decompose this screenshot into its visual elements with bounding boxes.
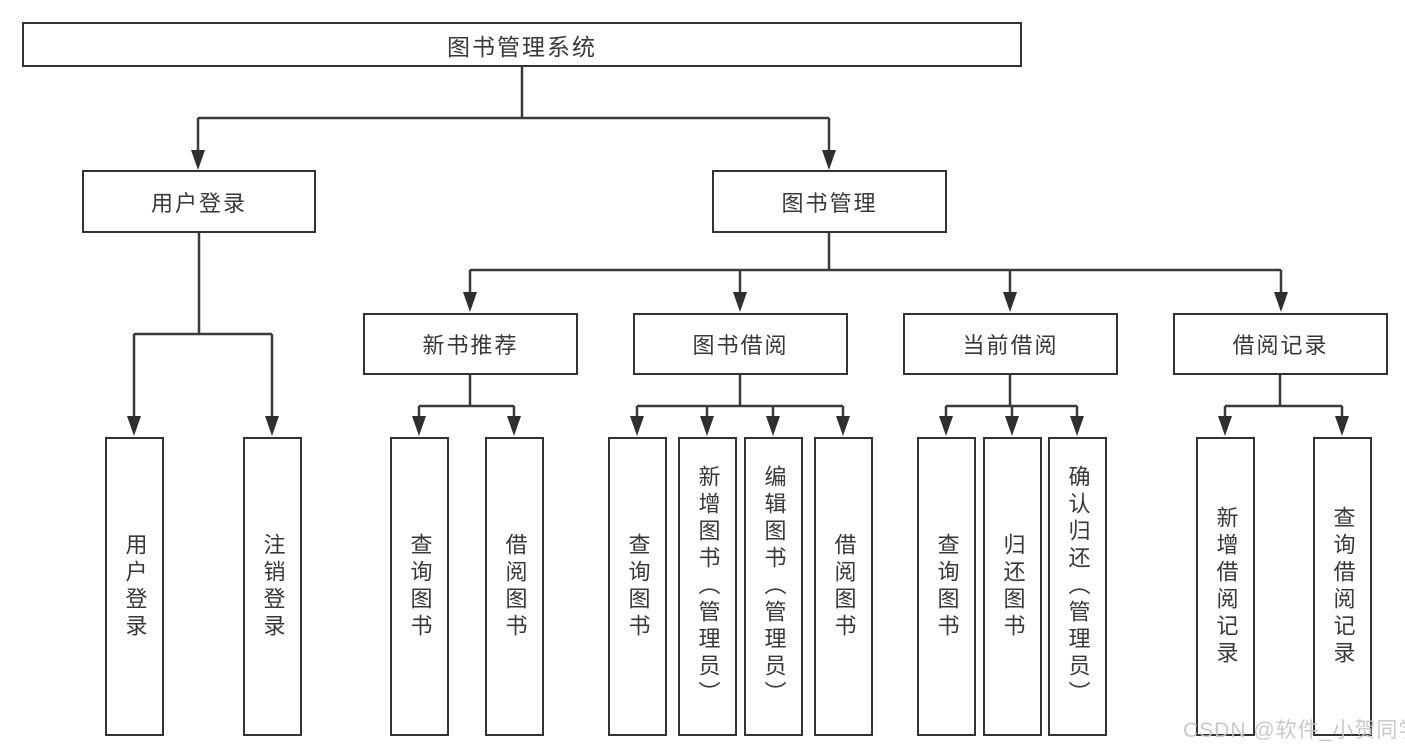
leaf-borrow-query-books-label: 查询图书 [625, 532, 651, 641]
edge-root-trunk [196, 67, 831, 152]
leaf-newbook-borrow-books-label: 借阅图书 [502, 532, 528, 641]
node-borrow-record: 借阅记录 [1173, 313, 1388, 375]
node-current-borrow: 当前借阅 [903, 313, 1118, 375]
node-book-borrow: 图书借阅 [633, 313, 848, 375]
leaf-newbook-query-books-label: 查询图书 [407, 532, 433, 641]
leaf-logout: 注销登录 [243, 437, 302, 736]
leaf-borrow-query-books: 查询图书 [608, 437, 667, 736]
leaf-current-confirm-return-admin: 确认归还（管理员） [1048, 437, 1107, 736]
node-root-label: 图书管理系统 [447, 33, 597, 60]
leaf-current-confirm-return-admin-label: 确认归还（管理员） [1065, 465, 1091, 708]
leaf-record-add-record-label: 新增借阅记录 [1213, 505, 1239, 668]
leaf-current-return-books-label: 归还图书 [1000, 532, 1026, 641]
leaf-newbook-query-books: 查询图书 [390, 437, 449, 736]
leaf-current-query-books: 查询图书 [917, 437, 976, 736]
edge-book-mgmt-branch [468, 233, 1283, 295]
node-new-book-recommend: 新书推荐 [363, 313, 578, 375]
leaf-current-return-books: 归还图书 [983, 437, 1042, 736]
node-user-login: 用户登录 [82, 170, 316, 233]
node-book-borrow-label: 图书借阅 [692, 333, 789, 358]
leaf-logout-label: 注销登录 [260, 532, 286, 641]
edge-new-book-branch [417, 375, 516, 418]
leaf-borrow-add-books-admin-label: 新增图书（管理员） [695, 465, 721, 708]
leaf-record-add-record: 新增借阅记录 [1196, 437, 1255, 736]
edge-book-borrow-branch [635, 375, 845, 418]
leaf-borrow-add-books-admin: 新增图书（管理员） [678, 437, 737, 736]
node-new-book-recommend-label: 新书推荐 [422, 333, 519, 358]
csdn-watermark: CSDN @软件_小贺同学 [1183, 719, 1405, 742]
leaf-borrow-borrow-books-label: 借阅图书 [831, 532, 857, 641]
leaf-borrow-edit-books-admin: 编辑图书（管理员） [744, 437, 803, 736]
leaf-borrow-borrow-books: 借阅图书 [814, 437, 873, 736]
node-user-login-label: 用户登录 [150, 190, 247, 216]
node-book-management: 图书管理 [712, 170, 947, 233]
leaf-user-login: 用户登录 [105, 437, 164, 736]
edge-borrow-record-branch [1223, 375, 1344, 418]
leaf-current-query-books-label: 查询图书 [934, 532, 960, 641]
leaf-record-query-record-label: 查询借阅记录 [1330, 505, 1356, 668]
node-current-borrow-label: 当前借阅 [962, 333, 1059, 358]
leaf-newbook-borrow-books: 借阅图书 [485, 437, 544, 736]
node-borrow-record-label: 借阅记录 [1232, 333, 1329, 358]
edge-user-login-branch [132, 233, 274, 418]
node-root-system: 图书管理系统 [22, 22, 1022, 67]
leaf-borrow-edit-books-admin-label: 编辑图书（管理员） [761, 465, 787, 708]
leaf-user-login-label: 用户登录 [122, 532, 148, 641]
leaf-record-query-record: 查询借阅记录 [1313, 437, 1372, 736]
edge-current-borrow-branch [944, 375, 1079, 418]
node-book-management-label: 图书管理 [781, 190, 878, 216]
